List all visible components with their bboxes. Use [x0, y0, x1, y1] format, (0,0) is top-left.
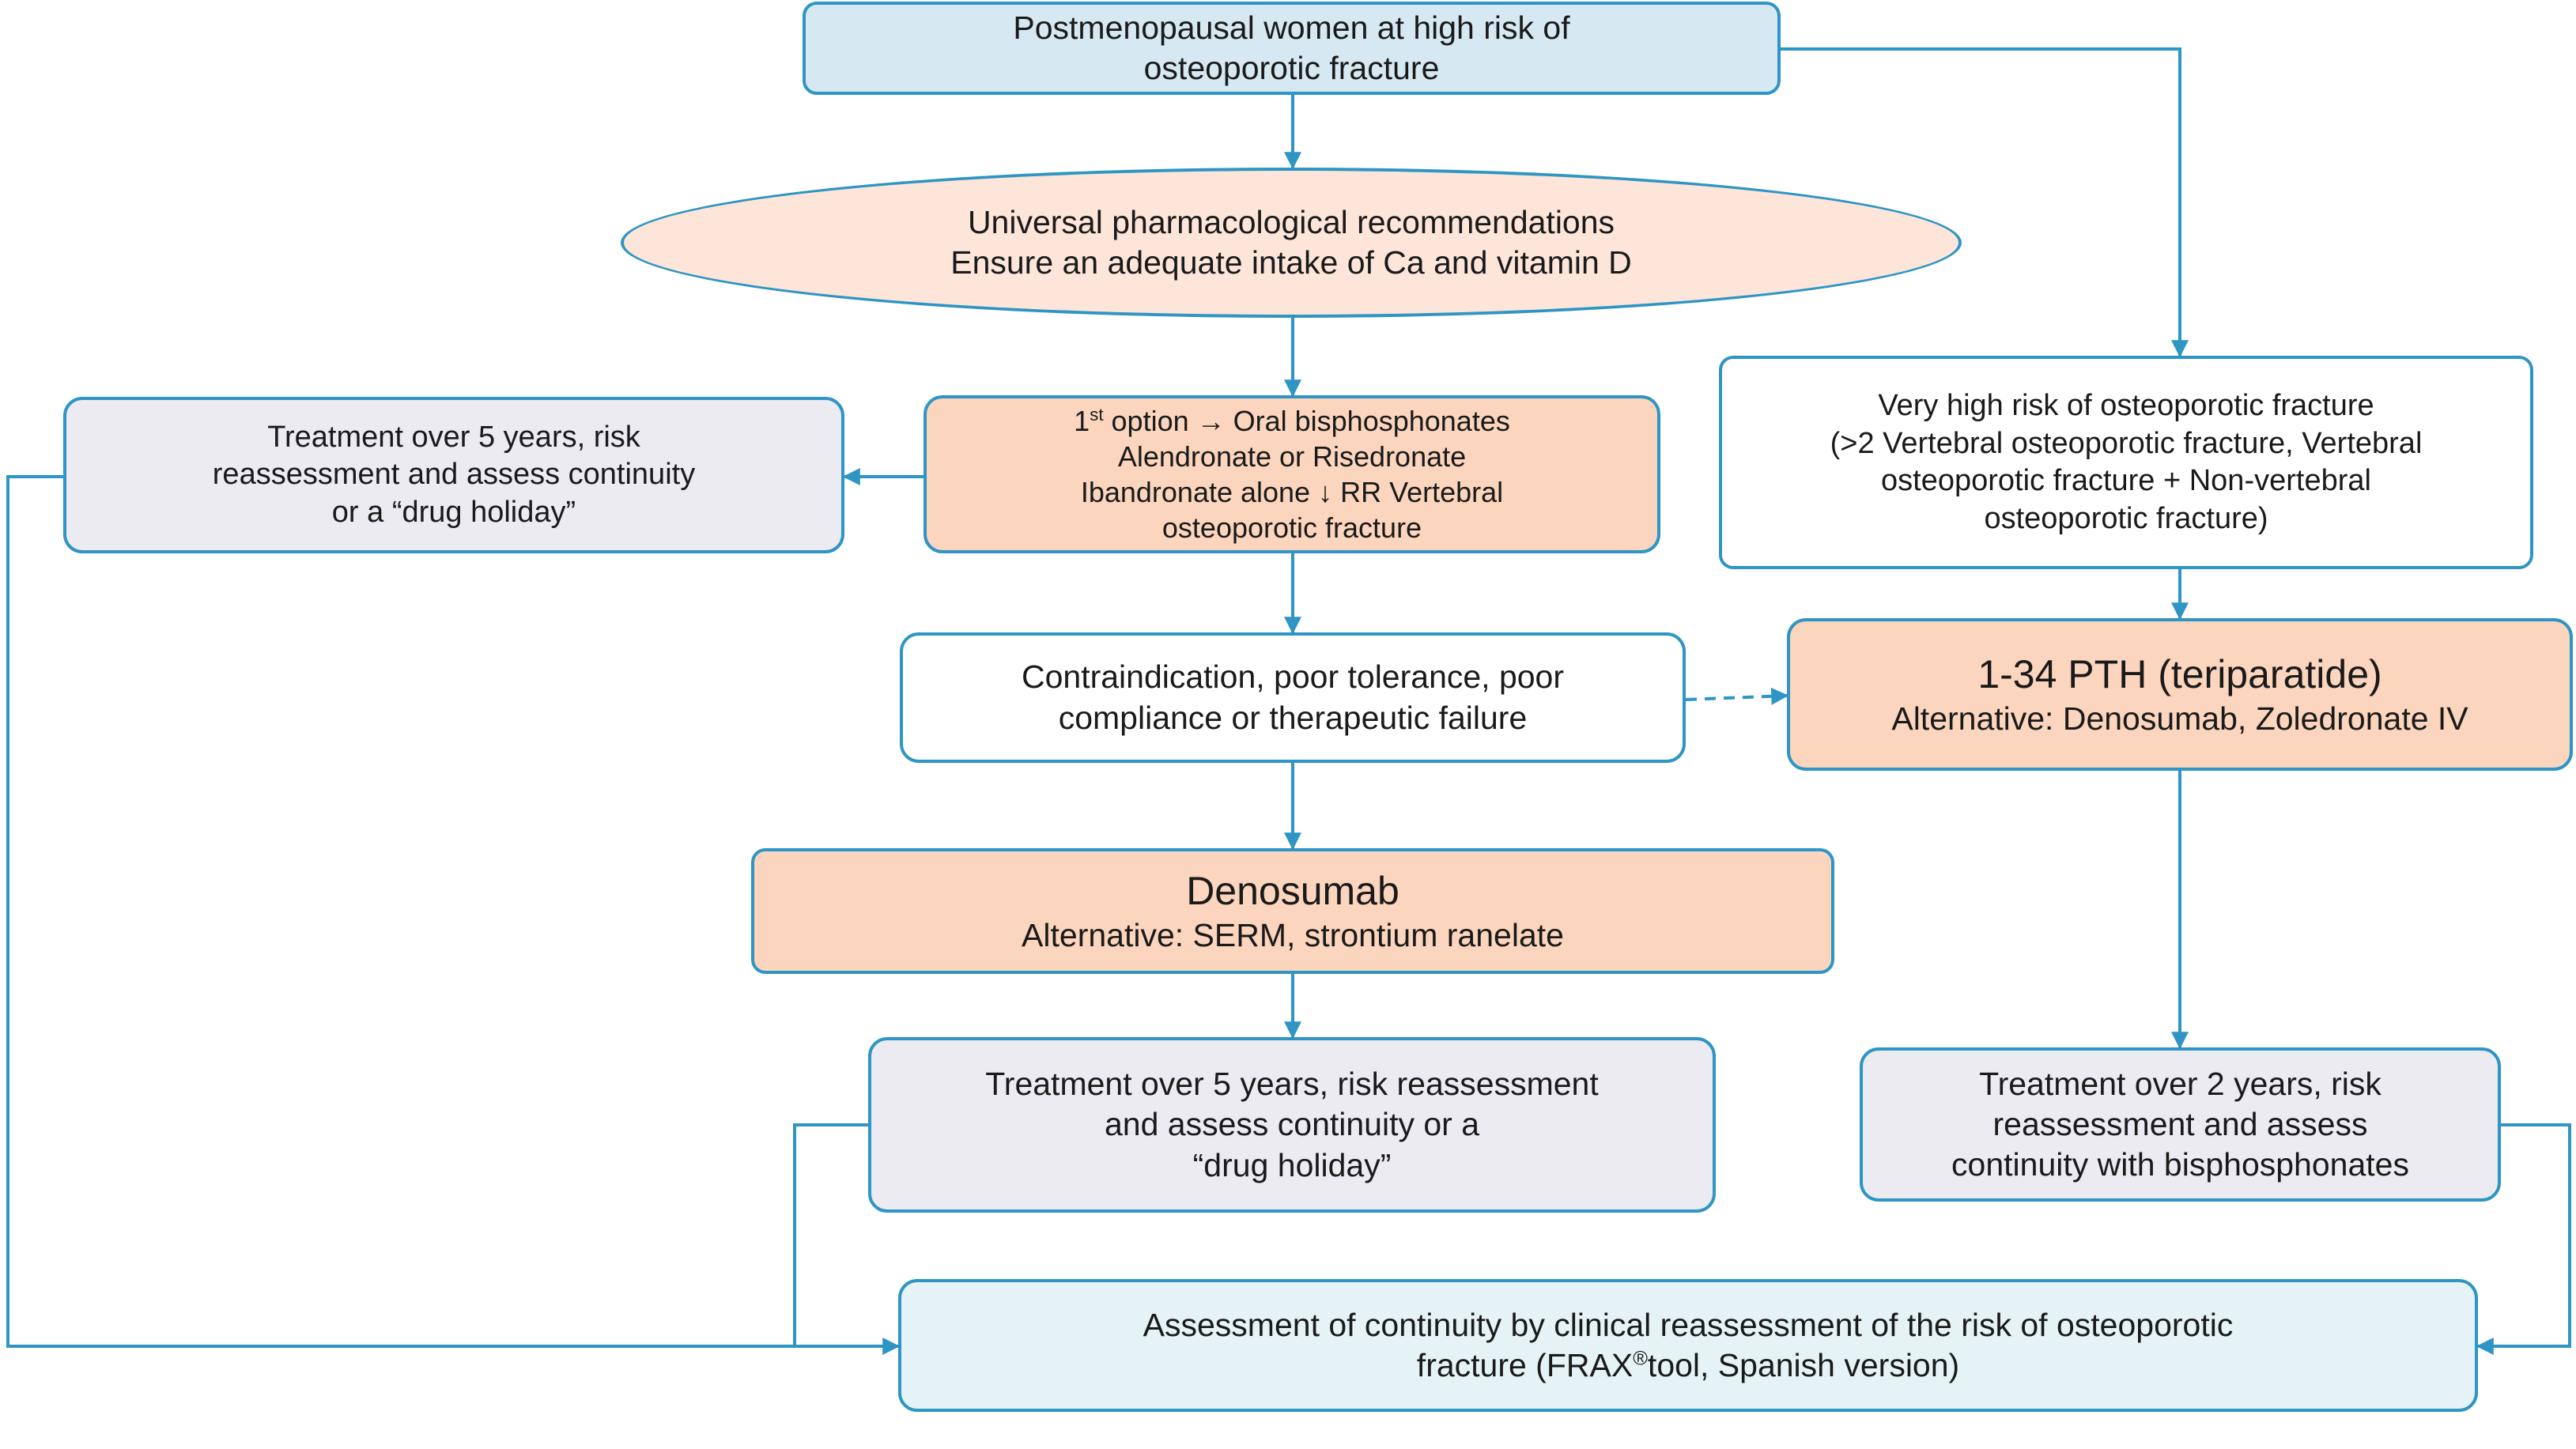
node-contraindication-line-2: compliance or therapeutic failure [1058, 699, 1528, 736]
node-left-treatment-line-1: Treatment over 5 years, risk [267, 420, 640, 454]
arrow-right-treatment-to-assessment [2476, 1123, 2571, 1355]
node-assessment-line-2: fracture (FRAX®tool, Spanish version) [1417, 1345, 1959, 1386]
node-left-treatment-line-2: reassessment and assess continuity [212, 458, 696, 492]
node-assessment-line-1: Assessment of continuity by clinical rea… [1143, 1306, 2234, 1343]
node-left-treatment: Treatment over 5 years, risk reassessmen… [63, 397, 844, 553]
node-start-line-2: osteoporotic fracture [1143, 50, 1440, 86]
node-pth-title: 1-34 PTH (teriparatide) [1977, 651, 2382, 696]
node-very-high-risk-line-1: Very high risk of osteoporotic fracture [1878, 389, 2374, 422]
node-mid-treatment-line-3: “drug holiday” [1192, 1146, 1392, 1183]
arrow-left-treatment-to-assessment [6, 475, 901, 1355]
node-mid-treatment-line-2: and assess continuity or a [1104, 1106, 1480, 1143]
registered-mark: ® [1633, 1347, 1648, 1370]
node-start: Postmenopausal women at high risk of ost… [803, 2, 1781, 95]
node-first-option: 1st option → Oral bisphosphonates Alendr… [924, 395, 1660, 553]
node-left-treatment-line-3: or a “drug holiday” [331, 495, 576, 529]
node-very-high-risk-line-3: osteoporotic fracture + Non-vertebral [1881, 464, 2371, 497]
node-right-treatment-line-3: continuity with bisphosphonates [1951, 1146, 2409, 1183]
node-universal-line-1: Universal pharmacological recommendation… [967, 203, 1615, 240]
node-mid-treatment-line-1: Treatment over 5 years, risk reassessmen… [985, 1066, 1599, 1103]
node-denosumab-title: Denosumab [1186, 868, 1399, 913]
node-very-high-risk-line-4: osteoporotic fracture) [1984, 501, 2268, 535]
node-first-option-line-1: 1st option → Oral bisphosphonates [1074, 403, 1510, 439]
node-pth-subtitle: Alternative: Denosumab, Zoledronate IV [1891, 700, 2468, 738]
first-option-text: option → Oral bisphosphonates [1103, 405, 1510, 437]
arrow-mid-treatment-to-assessment [793, 1123, 868, 1346]
node-very-high-risk: Very high risk of osteoporotic fracture … [1719, 356, 2533, 569]
node-pth: 1-34 PTH (teriparatide) Alternative: Den… [1787, 618, 2573, 771]
node-first-option-line-2: Alendronate or Risedronate [1117, 440, 1467, 473]
node-right-treatment-line-2: reassessment and assess [1992, 1105, 2368, 1142]
node-universal-recommendations: Universal pharmacological recommendation… [621, 168, 1962, 318]
node-very-high-risk-line-2: (>2 Vertebral osteoporotic fracture, Ver… [1830, 426, 2423, 460]
node-start-line-1: Postmenopausal women at high risk of [1013, 9, 1570, 46]
node-contraindication-line-1: Contraindication, poor tolerance, poor [1021, 658, 1565, 696]
arrow-contraindication-to-pth [1685, 687, 1789, 705]
node-universal-line-2: Ensure an adequate intake of Ca and vita… [950, 244, 1632, 281]
first-option-ordinal-suffix: st [1090, 405, 1104, 425]
assessment-line-2-end: tool, Spanish version) [1647, 1347, 1960, 1383]
node-contraindication: Contraindication, poor tolerance, poor c… [900, 632, 1686, 763]
node-mid-treatment: Treatment over 5 years, risk reassessmen… [868, 1037, 1716, 1213]
assessment-line-2-start: fracture (FRAX [1416, 1347, 1634, 1383]
arrow-start-to-very-high-risk [1781, 47, 2189, 358]
node-first-option-line-3: Ibandronate alone ↓ RR Vertebral [1080, 476, 1504, 508]
first-option-ordinal: 1 [1074, 405, 1090, 437]
node-right-treatment: Treatment over 2 years, risk reassessmen… [1860, 1047, 2501, 1202]
node-right-treatment-line-1: Treatment over 2 years, risk [1979, 1065, 2381, 1102]
node-denosumab: Denosumab Alternative: SERM, strontium r… [751, 848, 1834, 974]
node-denosumab-subtitle: Alternative: SERM, strontium ranelate [1022, 917, 1564, 954]
node-first-option-line-4: osteoporotic fracture [1161, 511, 1422, 544]
node-assessment: Assessment of continuity by clinical rea… [898, 1279, 2478, 1412]
